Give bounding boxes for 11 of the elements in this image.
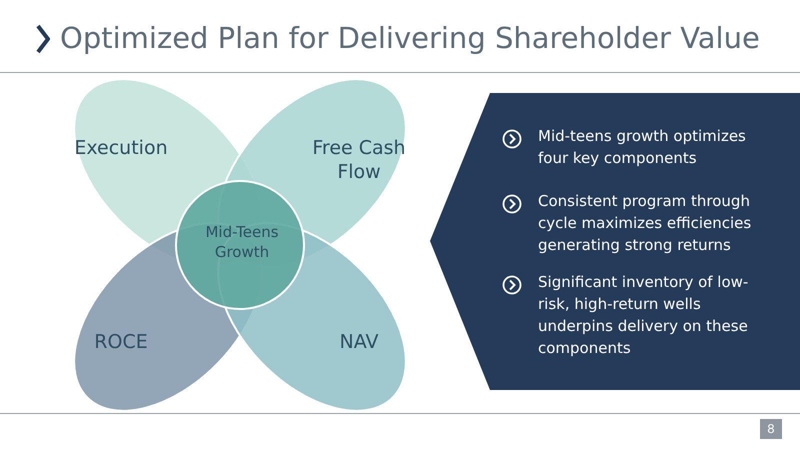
chevron-panel — [430, 93, 800, 390]
petal-label: ROCE — [93, 330, 149, 354]
petal-label: Execution — [73, 136, 169, 160]
slide-title: Optimized Plan for Delivering Shareholder Value — [60, 20, 760, 57]
bullet-text: Consistent program through cycle maximizes efficiencies generating strong returns — [538, 191, 752, 256]
petal-label: Free Cash Flow — [311, 136, 407, 184]
petal-label: NAV — [338, 330, 380, 354]
bullet-text: Significant inventory of low-risk, high-return wells underpins delivery on these components — [538, 272, 750, 359]
circle-label: Mid-Teens Growth — [204, 222, 280, 262]
page-number: 8 — [760, 419, 782, 439]
bullet-text: Mid-teens growth optimizes four key components — [538, 126, 747, 169]
